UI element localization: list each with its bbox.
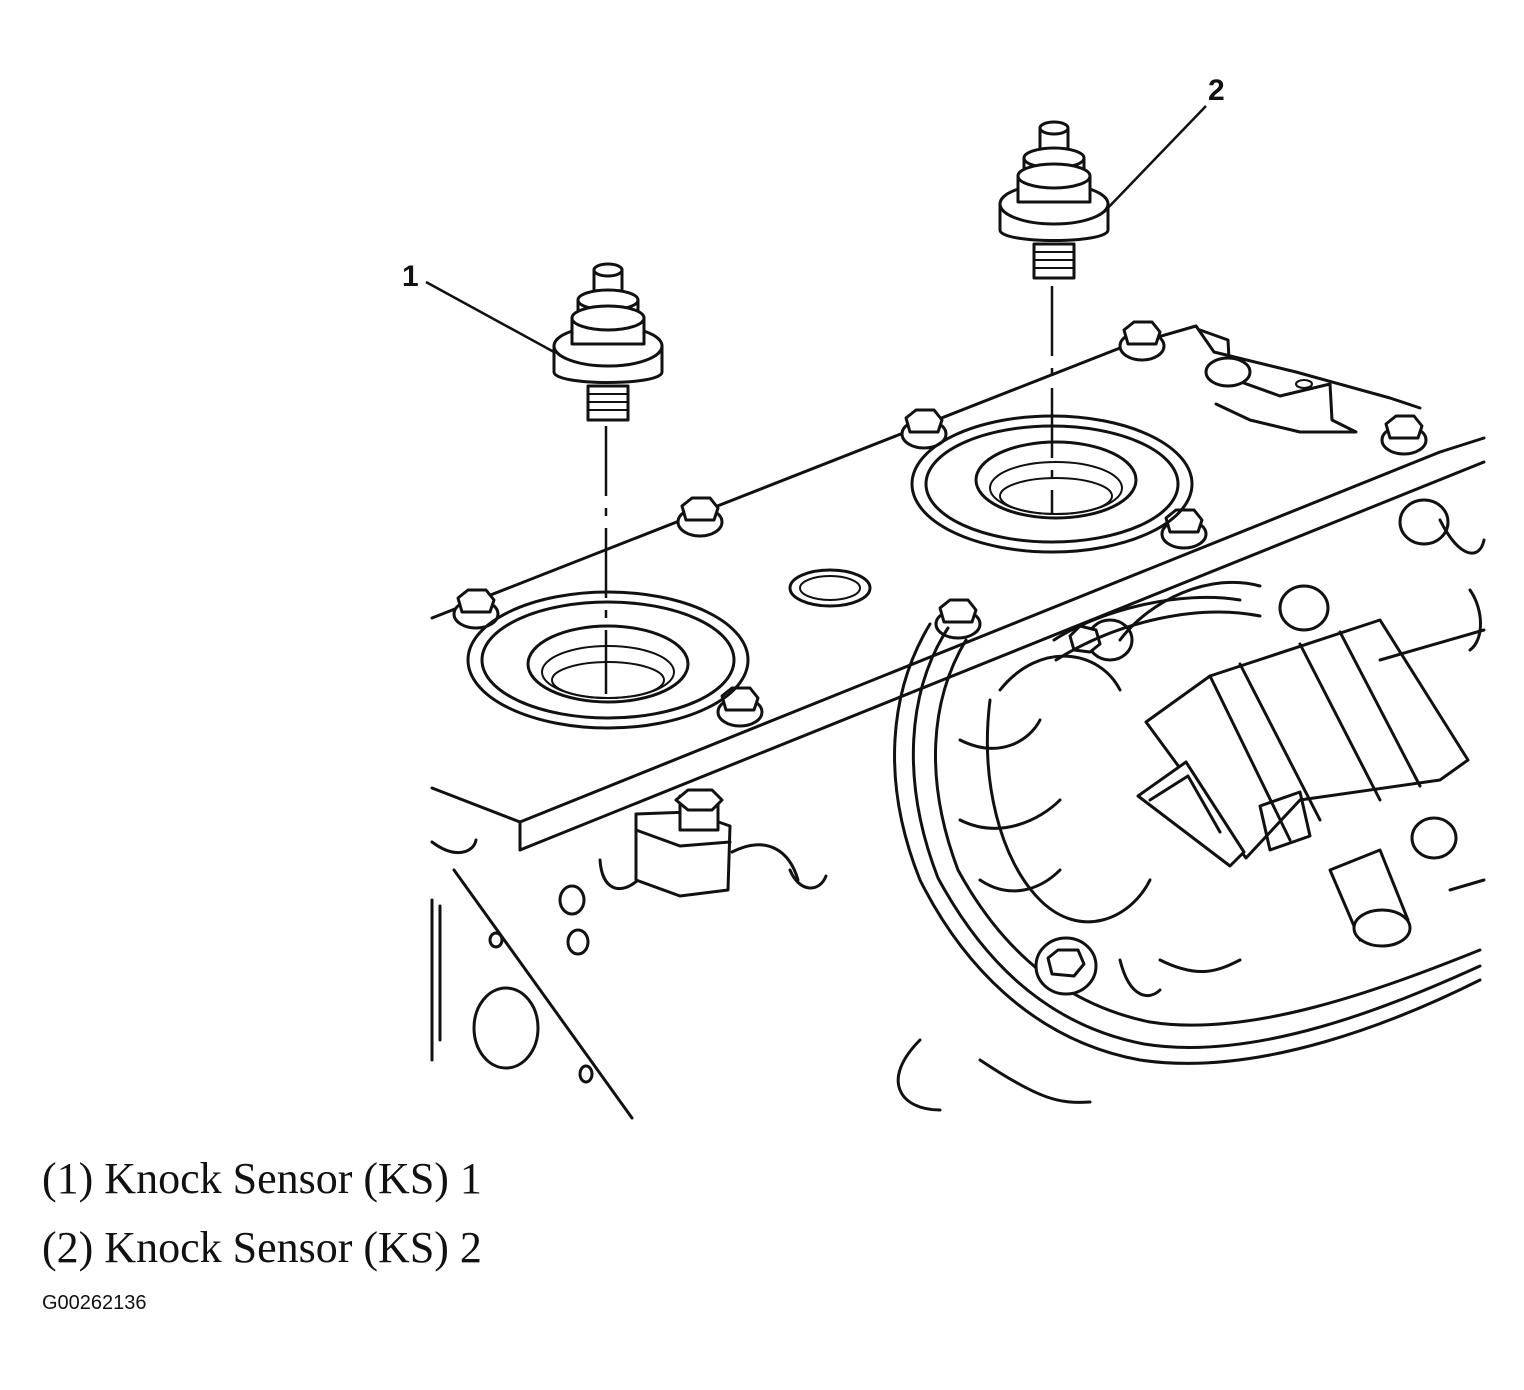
knock-sensor-1 [552, 262, 664, 422]
figure-id: G00262136 [42, 1292, 147, 1314]
deck-plug [788, 568, 872, 608]
engine-block [430, 838, 828, 1120]
knock-sensor-2 [998, 120, 1110, 280]
rear-bracket [1198, 328, 1358, 434]
legend-item-2: (2) Knock Sensor (KS) 2 [42, 1223, 482, 1272]
legend-item-1: (1) Knock Sensor (KS) 1 [42, 1154, 482, 1203]
block-bolts [1034, 498, 1458, 996]
leader-line-2 [1103, 105, 1207, 213]
manifold-rail [1052, 518, 1486, 892]
sensor-bore-1 [466, 590, 750, 730]
engine-illustration: 1 2 [402, 74, 1486, 1120]
deck-bolts [452, 320, 1428, 728]
front-boss [634, 788, 732, 898]
valley-component [1136, 618, 1470, 948]
leader-line-1 [425, 280, 555, 354]
callout-number-1: 1 [402, 260, 419, 293]
callout-number-2: 2 [1208, 74, 1225, 107]
